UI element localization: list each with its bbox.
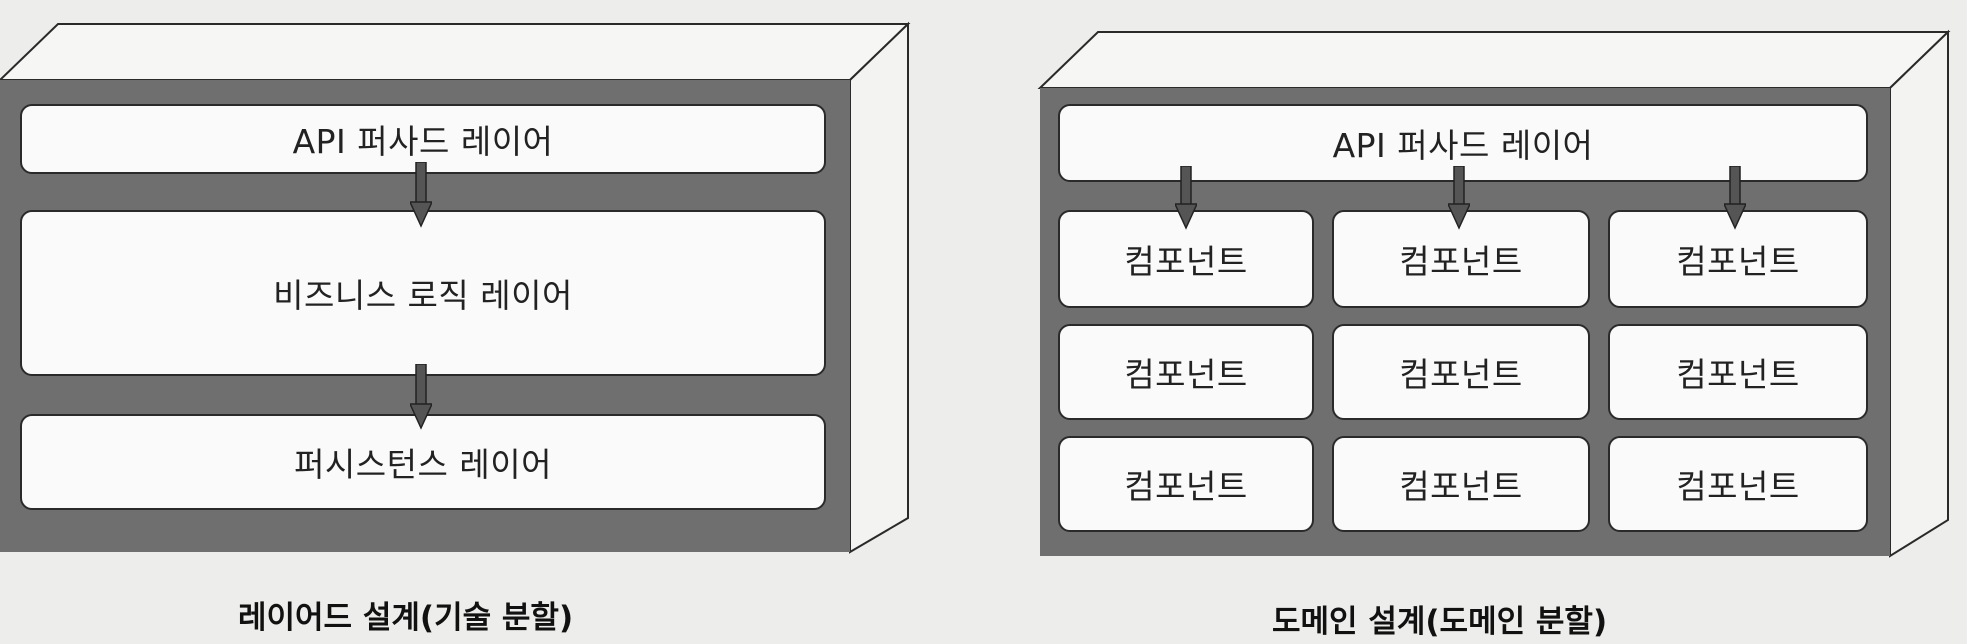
component-box: 컴포넌트	[1058, 436, 1314, 532]
component-box: 컴포넌트	[1058, 324, 1314, 420]
component-box: 컴포넌트	[1608, 324, 1868, 420]
business-logic-layer: 비즈니스 로직 레이어	[20, 210, 826, 376]
component-box: 컴포넌트	[1608, 436, 1868, 532]
arrow-down-icon	[1175, 166, 1197, 230]
component-box: 컴포넌트	[1332, 324, 1590, 420]
domain-architecture-box: API 퍼사드 레이어 컴포넌트 컴포넌트 컴포넌트 컴포넌트 컴포넌트 컴포넌…	[1040, 88, 1890, 556]
domain-caption: 도메인 설계(도메인 분할)	[1272, 604, 1608, 640]
layered-architecture-box: API 퍼사드 레이어 비즈니스 로직 레이어 퍼시스턴스 레이어	[0, 80, 850, 552]
component-box: 컴포넌트	[1332, 210, 1590, 308]
arrow-down-icon	[1448, 166, 1470, 230]
arrow-down-icon	[410, 162, 432, 228]
arrow-down-icon	[1724, 166, 1746, 230]
persistence-layer: 퍼시스턴스 레이어	[20, 414, 826, 510]
layered-caption: 레이어드 설계(기술 분할)	[238, 600, 574, 636]
arrow-down-icon	[410, 364, 432, 430]
component-box: 컴포넌트	[1332, 436, 1590, 532]
